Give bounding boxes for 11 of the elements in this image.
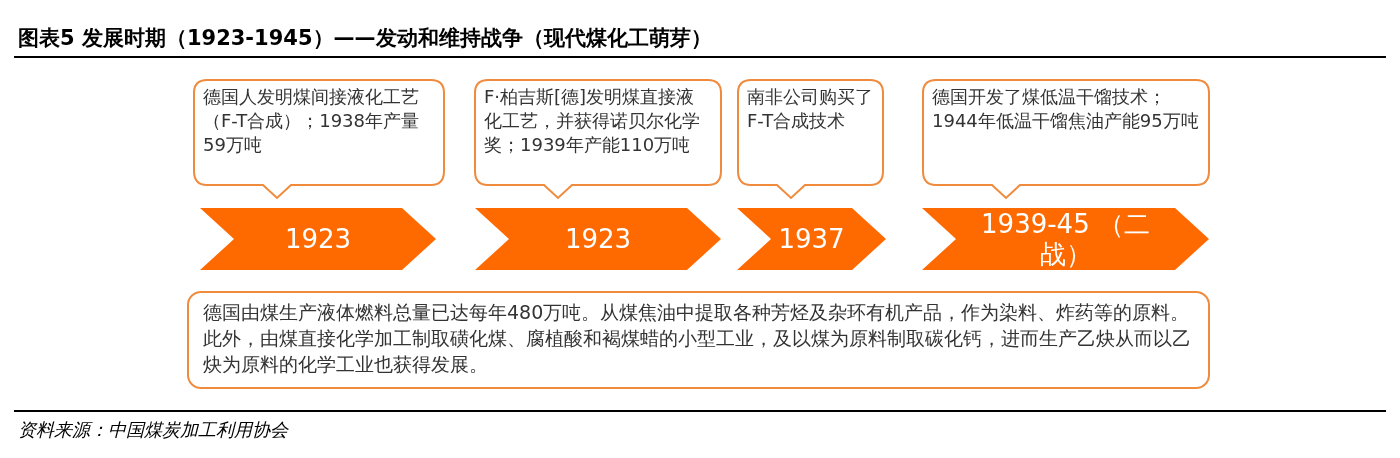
speech-bubble: 德国开发了煤低温干馏技术；1944年低温干馏焦油产能95万吨	[922, 79, 1210, 199]
figure-title: 图表5 发展时期（1923-1945）——发动和维持战争（现代煤化工萌芽）	[18, 25, 712, 52]
year-banner: 1923	[200, 208, 436, 270]
source-note: 资料来源：中国煤炭加工利用协会	[18, 418, 288, 442]
speech-bubble: 南非公司购买了F-T合成技术	[737, 79, 884, 199]
speech-bubble: 德国人发明煤间接液化工艺（F-T合成）；1938年产量59万吨	[193, 79, 445, 199]
text-box: 德国由煤生产液体燃料总量已达每年480万吨。从煤焦油中提取各种芳烃及杂环有机产品，作为染料、炸药等的原料。此外，由煤直接化学加工制取磺化煤、腐植酸和褐煤蜡的小型工业，及以煤为原料制取碳化钙，进而生产乙炔从而以乙炔为原料的化学工业也获得发展。	[187, 291, 1210, 389]
year-banner: 1939-45 （二战）	[922, 208, 1209, 270]
speech-bubble: F·柏吉斯[德]发明煤直接液化工艺，并获得诺贝尔化学奖；1939年产能110万吨	[474, 79, 722, 199]
year-banner: 1937	[737, 208, 886, 270]
year-banner: 1923	[475, 208, 721, 270]
